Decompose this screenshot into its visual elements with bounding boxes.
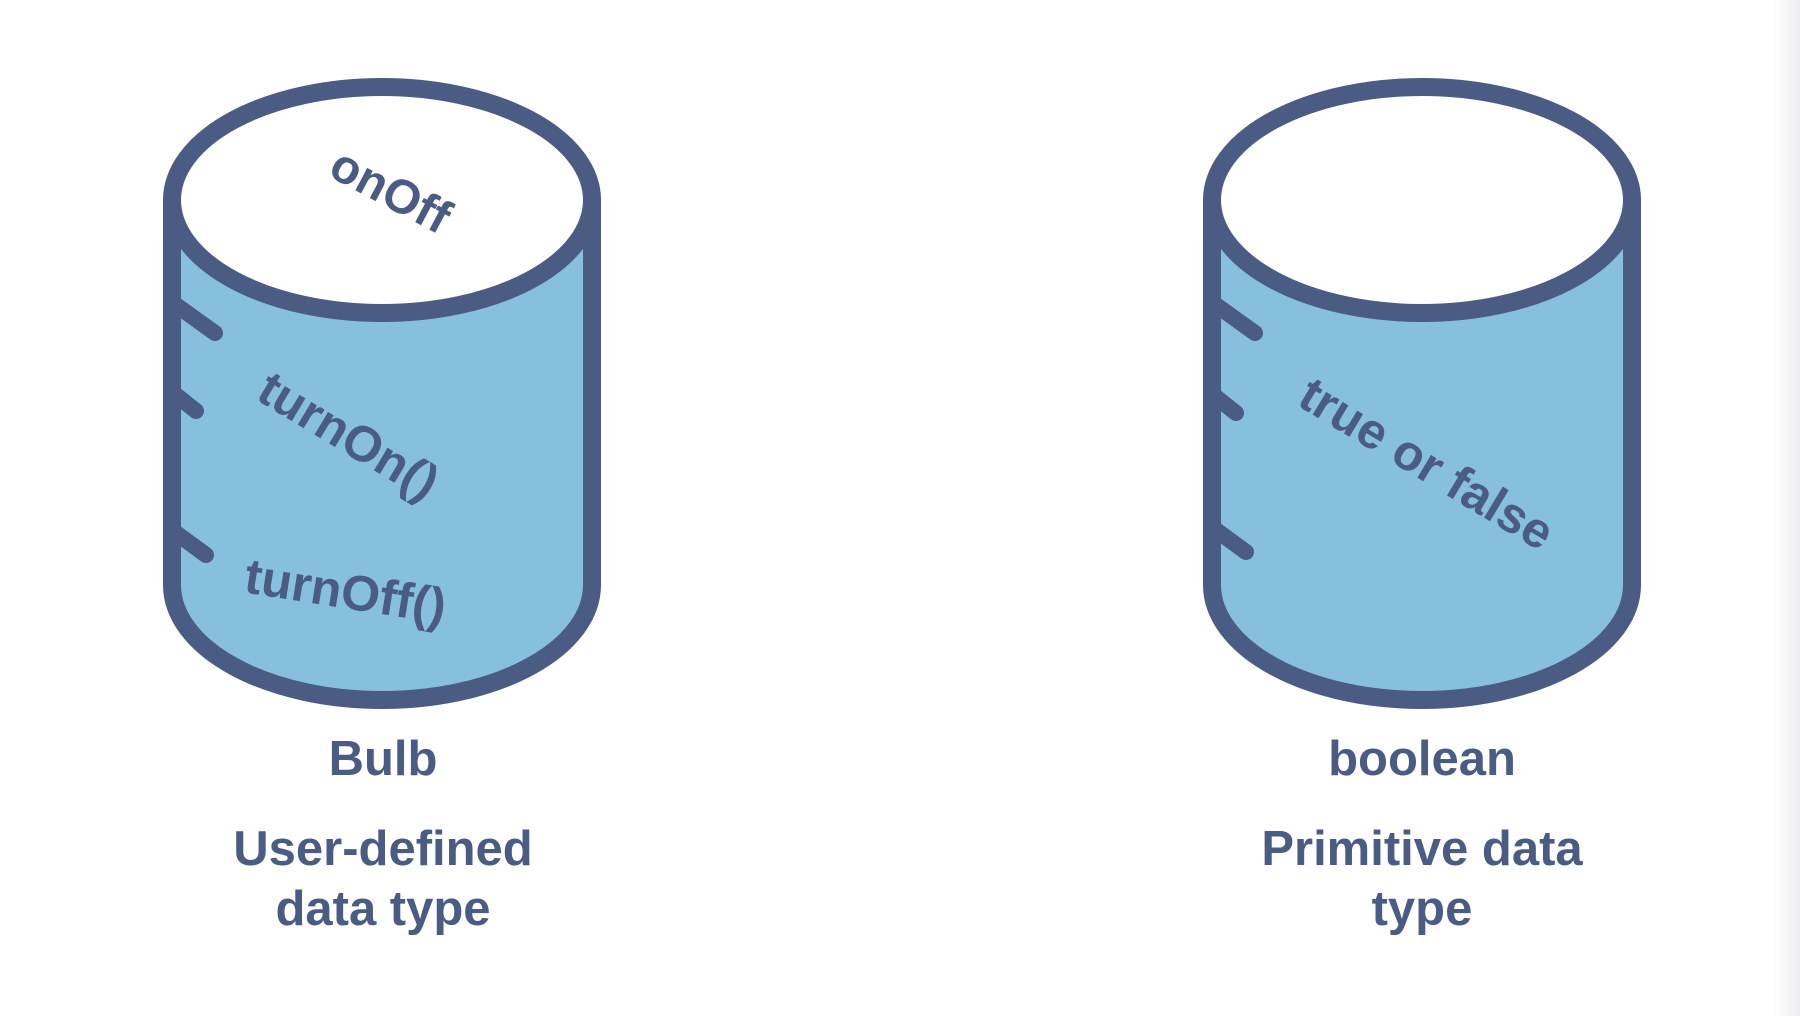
bulb-cylinder-top xyxy=(163,78,601,322)
boolean-type-name: boolean xyxy=(1328,732,1516,786)
bulb-tick-1 xyxy=(168,297,223,341)
boolean-caption-line-1: Primitive data xyxy=(1261,822,1583,876)
boolean-tick-2 xyxy=(1208,389,1244,421)
bulb-caption-line-2: data type xyxy=(275,882,490,936)
bulb-cylinder-body xyxy=(163,191,601,709)
boolean-cylinder: true or false xyxy=(1203,78,1641,709)
boolean-caption-line-2: type xyxy=(1372,882,1473,936)
boolean-tick-1 xyxy=(1208,297,1263,341)
boolean-tick-3 xyxy=(1208,522,1254,560)
bulb-type-name: Bulb xyxy=(329,732,438,786)
boolean-cylinder-body xyxy=(1203,191,1641,709)
bulb-tick-2 xyxy=(168,387,204,419)
right-edge-shade xyxy=(1772,0,1800,1016)
bulb-cylinder: onOff turnOn() turnOff() xyxy=(163,78,601,709)
bulb-tick-3 xyxy=(168,525,214,563)
bulb-caption-line-1: User-defined xyxy=(233,822,533,876)
boolean-cylinder-top xyxy=(1203,78,1641,322)
